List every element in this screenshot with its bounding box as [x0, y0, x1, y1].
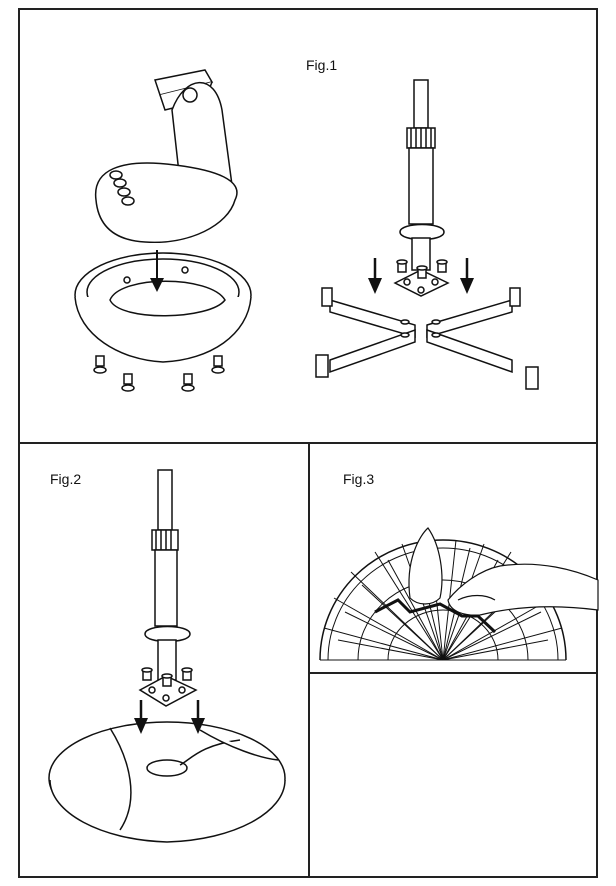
fig3-label: Fig.3	[343, 471, 375, 487]
instruction-sheet	[18, 8, 598, 878]
screw-group-left	[94, 356, 224, 391]
fig1-label: Fig.1	[306, 57, 338, 73]
fig2-label: Fig.2	[50, 471, 82, 487]
divider-vertical	[308, 442, 310, 876]
divider-horizontal-right	[308, 672, 596, 674]
